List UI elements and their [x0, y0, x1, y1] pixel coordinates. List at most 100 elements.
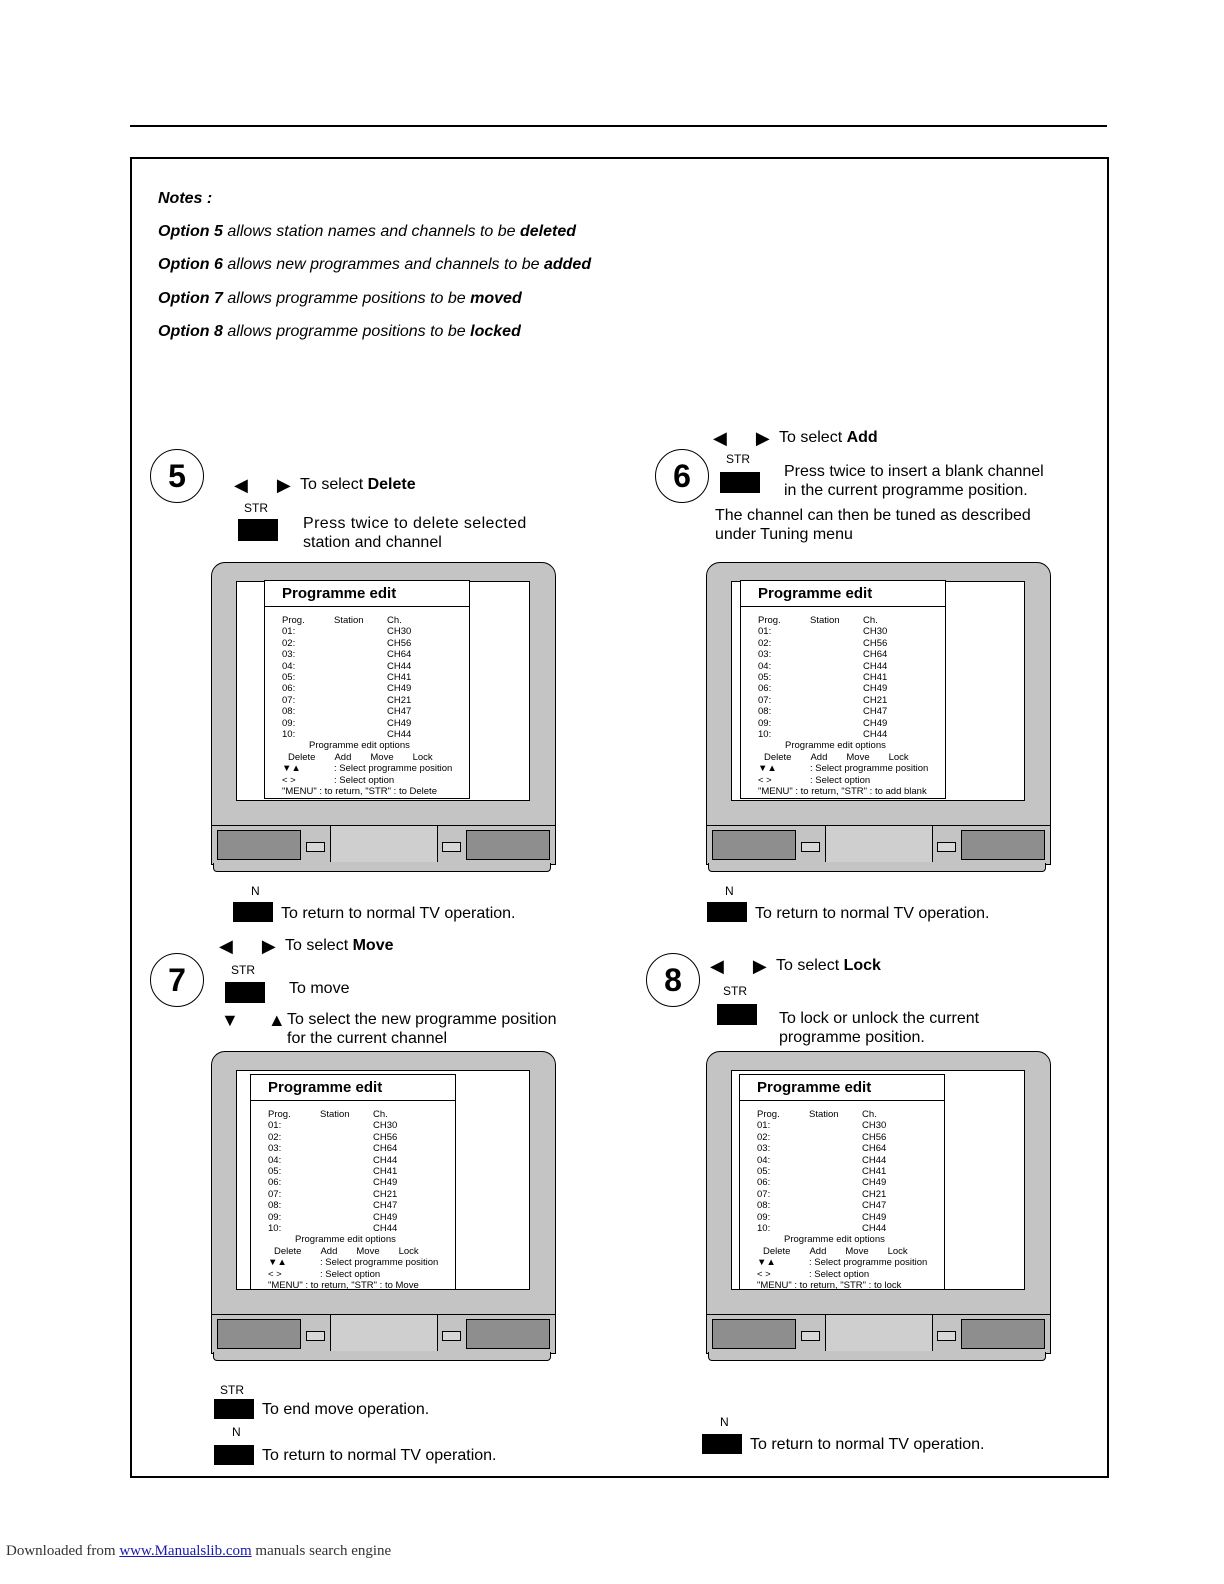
menu-title: Programme edit	[251, 1075, 455, 1101]
table-row: 05:CH41	[268, 1166, 398, 1178]
step-7-return-text: To return to normal TV operation.	[262, 1447, 497, 1464]
top-rule	[130, 125, 1107, 127]
left-right-arrows-icon: ◀ ▶	[713, 428, 782, 448]
step-7-end-text: To end move operation.	[262, 1401, 430, 1418]
speaker-right	[466, 830, 550, 860]
left-right-arrows-icon: ◀ ▶	[234, 475, 303, 495]
table-row: 03:CH64	[268, 1143, 398, 1155]
menu-footer: "MENU" : to return, "STR" : to Move	[268, 1280, 419, 1292]
table-row: 05:CH41	[757, 1166, 887, 1178]
hint-leftright: < >: Select option	[268, 1268, 381, 1280]
str-label: STR	[723, 984, 747, 998]
options-title: Programme edit options	[785, 740, 886, 752]
tv-stand	[213, 863, 551, 872]
content-frame	[130, 157, 1109, 1478]
control-panel	[330, 1315, 438, 1351]
speaker-left	[712, 830, 796, 860]
table-row: 02:CH56	[268, 1131, 398, 1143]
n-key-icon	[233, 902, 273, 922]
hint-updown: ▼▲: Select programme position	[758, 763, 929, 775]
table-row: 07:CH21	[757, 1188, 887, 1200]
table-row: 04:CH44	[282, 660, 412, 672]
tv-button-left	[306, 842, 325, 852]
table-row: 05:CH41	[758, 672, 888, 684]
table-row: 06:CH49	[282, 683, 412, 695]
note-option-8: Option 8 allows programme positions to b…	[158, 323, 521, 340]
table-row: 01:CH30	[758, 626, 888, 638]
tv-stand	[213, 1352, 551, 1361]
control-panel	[825, 1315, 933, 1351]
control-panel	[330, 826, 438, 862]
table-row: 08:CH47	[268, 1200, 398, 1212]
speaker-left	[712, 1319, 796, 1349]
hint-leftright: < >: Select option	[282, 774, 395, 786]
n-label: N	[725, 884, 734, 898]
table-row: 04:CH44	[757, 1154, 887, 1166]
table-row: 07:CH21	[268, 1188, 398, 1200]
step-6-number: 6	[655, 449, 709, 503]
tv-base	[211, 1314, 556, 1354]
table-row: 04:CH44	[268, 1154, 398, 1166]
hint-updown: ▼▲: Select programme position	[282, 763, 453, 775]
table-row: 08:CH47	[282, 706, 412, 718]
hint-leftright: < >: Select option	[757, 1268, 870, 1280]
options-title: Programme edit options	[784, 1234, 885, 1246]
menu-footer: "MENU" : to return, "STR" : to Delete	[282, 786, 437, 798]
n-label: N	[251, 884, 260, 898]
n-label: N	[232, 1425, 241, 1439]
str-key-icon	[214, 1399, 254, 1419]
speaker-right	[466, 1319, 550, 1349]
step-5-number: 5	[150, 449, 204, 503]
str-key-icon	[720, 472, 760, 493]
table-row: 01:CH30	[757, 1120, 887, 1132]
step-8-return-text: To return to normal TV operation.	[750, 1436, 985, 1453]
menu-title: Programme edit	[741, 581, 945, 607]
note-option-7: Option 7 allows programme positions to b…	[158, 290, 522, 307]
table-row: 07:CH21	[758, 694, 888, 706]
speaker-left	[217, 830, 301, 860]
table-row: 01:CH30	[268, 1120, 398, 1132]
manualslib-link[interactable]: www.Manualslib.com	[119, 1543, 252, 1559]
str-label: STR	[726, 452, 750, 466]
speaker-right	[961, 830, 1045, 860]
menu-footer: "MENU" : to return, "STR" : to lock	[757, 1280, 902, 1292]
speaker-right	[961, 1319, 1045, 1349]
tv-stand	[708, 1352, 1046, 1361]
n-key-icon	[214, 1445, 254, 1465]
step-8-select-text: To select Lock	[776, 957, 881, 974]
str-key-icon	[225, 982, 265, 1003]
note-option-6: Option 6 allows new programmes and chann…	[158, 256, 592, 273]
up-down-arrows-icon: ▼ ▲	[221, 1010, 298, 1030]
n-key-icon	[707, 902, 747, 922]
table-row: 06:CH49	[757, 1177, 887, 1189]
table-row: 02:CH56	[758, 637, 888, 649]
table-row: 10:CH44	[758, 729, 888, 741]
step-5-return-text: To return to normal TV operation.	[281, 905, 516, 922]
table-row: 08:CH47	[758, 706, 888, 718]
menu-footer: "MENU" : to return, "STR" : to add blank	[758, 786, 927, 798]
tv-button-right	[442, 842, 461, 852]
options-title: Programme edit options	[309, 740, 410, 752]
download-footer: Downloaded from www.Manualslib.com manua…	[6, 1543, 392, 1559]
tv-button-left	[306, 1331, 325, 1341]
table-row: 07:CH21	[282, 694, 412, 706]
table-row: 09:CH49	[282, 717, 412, 729]
tv-stand	[708, 863, 1046, 872]
notes-title: Notes :	[158, 190, 213, 207]
